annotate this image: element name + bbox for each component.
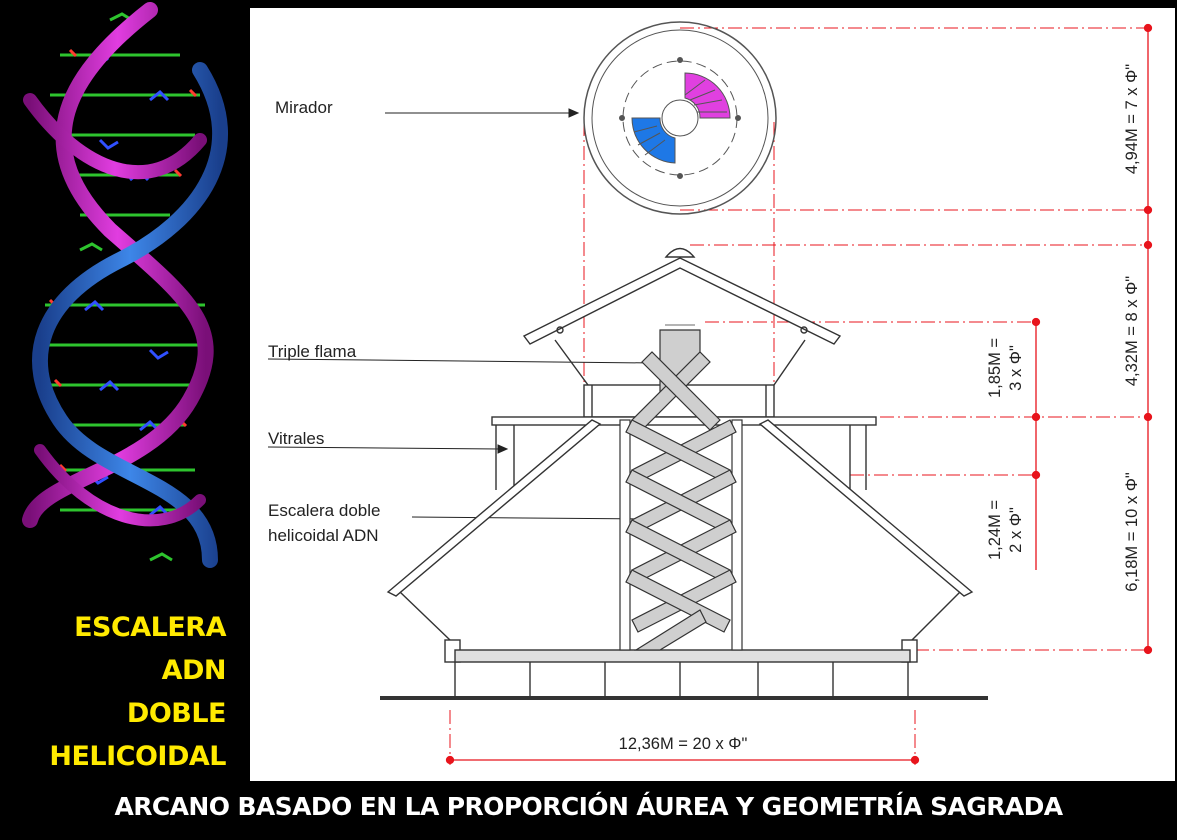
- dimension-window-height-line-2: 2 x Φ": [1007, 507, 1025, 553]
- dna-staircase: [619, 324, 743, 651]
- leader-arrows: [267, 108, 662, 524]
- roof: [522, 247, 842, 386]
- dimension-roof-height: 4,32M = 8 x Φ": [1123, 276, 1141, 386]
- projection-lines: [449, 27, 1150, 765]
- label-escalera-line-2: helicoidal ADN: [268, 526, 379, 545]
- bottom-caption: ARCANO BASADO EN LA PROPORCIÓN ÁUREA Y G…: [114, 792, 1063, 821]
- mirador-plan: [583, 21, 777, 215]
- dimension-mirador-height: 4,94M = 7 x Φ": [1123, 64, 1141, 174]
- label-triple-flama: Triple flama: [268, 342, 357, 361]
- dimension-flame-height-line-1: 1,85M =: [986, 338, 1004, 398]
- left-title-line-4: HELICOIDAL: [49, 741, 226, 772]
- label-escalera-line-1: Escalera doble: [268, 501, 380, 520]
- dna-strand-magenta: [22, 2, 214, 528]
- left-title-line-1: ESCALERA: [74, 612, 226, 643]
- dimension-lines: [445, 23, 1153, 765]
- dna-helix-illustration: [22, 2, 228, 568]
- dimension-base-width: 12,36M = 20 x Φ": [619, 735, 748, 753]
- main-body: [386, 416, 974, 663]
- left-title-line-2: ADN: [161, 655, 227, 686]
- left-title-line-3: DOBLE: [126, 698, 227, 729]
- left-title: ESCALERA ADN DOBLE HELICOIDAL: [0, 606, 226, 778]
- dna-strand-blue: [32, 62, 228, 568]
- dimension-flame-height-line-2: 3 x Φ": [1007, 345, 1025, 391]
- dimension-window-height-line-1: 1,24M =: [986, 500, 1004, 560]
- label-vitrales: Vitrales: [268, 429, 324, 448]
- label-mirador: Mirador: [275, 98, 333, 117]
- platform: [380, 649, 988, 700]
- dimension-base-height: 6,18M = 10 x Φ": [1123, 472, 1141, 592]
